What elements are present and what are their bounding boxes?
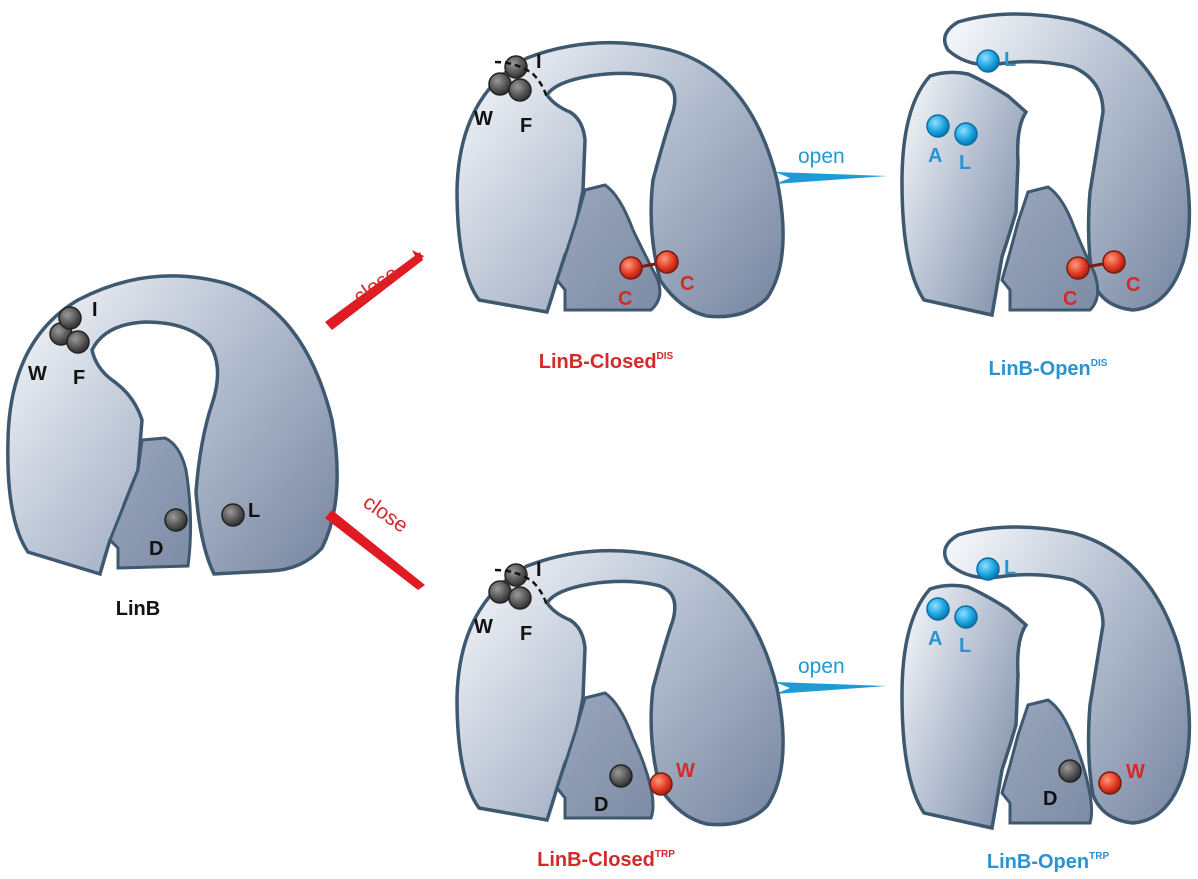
label-w: W xyxy=(28,363,47,385)
linb-protein: W I F D L LinB xyxy=(8,276,337,620)
label-f: F xyxy=(73,367,85,389)
closed-dis-caption: LinB-ClosedDIS xyxy=(539,351,674,373)
residue-c2-ball xyxy=(1103,251,1125,273)
residue-d-ball xyxy=(165,509,187,531)
label-i: I xyxy=(92,299,98,321)
linb-caption: LinB xyxy=(116,598,160,620)
open-trp-protein: L A L D W xyxy=(902,527,1189,828)
label-a: A xyxy=(928,145,942,167)
residue-f-ball xyxy=(509,587,531,609)
open-dis-caption: LinB-OpenDIS xyxy=(989,358,1108,380)
residue-c2-ball xyxy=(656,251,678,273)
residue-l-top-ball xyxy=(977,558,999,580)
label-l-top: L xyxy=(1004,49,1016,71)
residue-i-ball xyxy=(59,307,81,329)
label-i: I xyxy=(536,51,542,73)
label-d: D xyxy=(1043,788,1057,810)
residue-f-ball xyxy=(67,331,89,353)
label-f: F xyxy=(520,115,532,137)
label-l: L xyxy=(959,152,971,174)
label-w-red: W xyxy=(676,760,695,782)
closed-dis-protein: W I F C C xyxy=(457,43,783,317)
residue-w-red-ball xyxy=(1099,772,1121,794)
label-d: D xyxy=(594,794,608,816)
residue-l-top-ball xyxy=(977,50,999,72)
residue-i-ball xyxy=(505,564,527,586)
residue-a-ball xyxy=(927,115,949,137)
label-c1: C xyxy=(1063,288,1077,310)
open-label-bottom: open xyxy=(798,655,845,678)
label-c2: C xyxy=(1126,274,1140,296)
label-l: L xyxy=(959,635,971,657)
label-w: W xyxy=(474,616,493,638)
label-w-red: W xyxy=(1126,761,1145,783)
label-d: D xyxy=(149,538,163,560)
open-arrow-bottom: open xyxy=(775,655,887,694)
residue-i-ball xyxy=(505,56,527,78)
label-w: W xyxy=(474,108,493,130)
residue-l-ball xyxy=(955,606,977,628)
closed-trp-caption: LinB-ClosedTRP xyxy=(537,849,675,871)
residue-w-red-ball xyxy=(650,773,672,795)
open-trp-caption: LinB-OpenTRP xyxy=(987,851,1110,873)
residue-a-ball xyxy=(927,598,949,620)
label-l-top: L xyxy=(1004,557,1016,579)
close-label-top: close xyxy=(349,262,402,309)
label-c2: C xyxy=(680,273,694,295)
closed-trp-protein: W I F D W xyxy=(457,551,783,825)
label-f: F xyxy=(520,623,532,645)
close-label-bottom: close xyxy=(359,491,412,538)
open-arrow-top: open xyxy=(775,145,887,184)
residue-c1-ball xyxy=(1067,257,1089,279)
close-arrow-bottom: close xyxy=(325,491,425,590)
residue-d-ball xyxy=(1059,760,1081,782)
label-l: L xyxy=(248,500,260,522)
residue-l-ball xyxy=(955,123,977,145)
label-i: I xyxy=(536,559,542,581)
residue-f-ball xyxy=(509,79,531,101)
open-label-top: open xyxy=(798,145,845,168)
open-dis-protein: L A L C C xyxy=(902,14,1189,315)
label-c1: C xyxy=(618,288,632,310)
label-a: A xyxy=(928,628,942,650)
close-arrow-top: close xyxy=(325,250,424,330)
residue-l-ball xyxy=(222,504,244,526)
residue-w-ball xyxy=(489,73,511,95)
residue-c1-ball xyxy=(620,257,642,279)
residue-w-ball xyxy=(489,581,511,603)
residue-d-ball xyxy=(610,765,632,787)
